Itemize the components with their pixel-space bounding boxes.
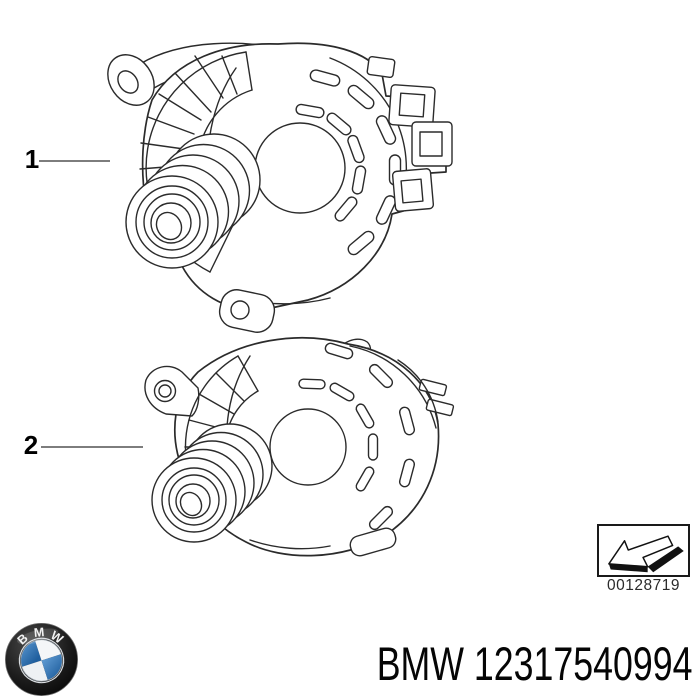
alternator-1-drawing — [107, 42, 453, 333]
thumbnail-code: 00128719 — [607, 577, 680, 594]
direction-thumbnail-box[interactable] — [597, 524, 690, 577]
callout-line-2 — [41, 446, 143, 448]
alternator-2-drawing — [144, 336, 455, 557]
callout-label-1[interactable]: 1 — [24, 144, 40, 174]
callout-label-2[interactable]: 2 — [23, 430, 39, 460]
bmw-roundel-logo: B M W — [5, 623, 78, 696]
bmw-letter-m: M — [33, 625, 45, 640]
callout-line-1 — [39, 160, 110, 162]
bmw-quadrants — [18, 637, 65, 684]
part-number: BMW 12317540994 — [376, 637, 692, 690]
direction-arrow-icon — [608, 535, 684, 573]
